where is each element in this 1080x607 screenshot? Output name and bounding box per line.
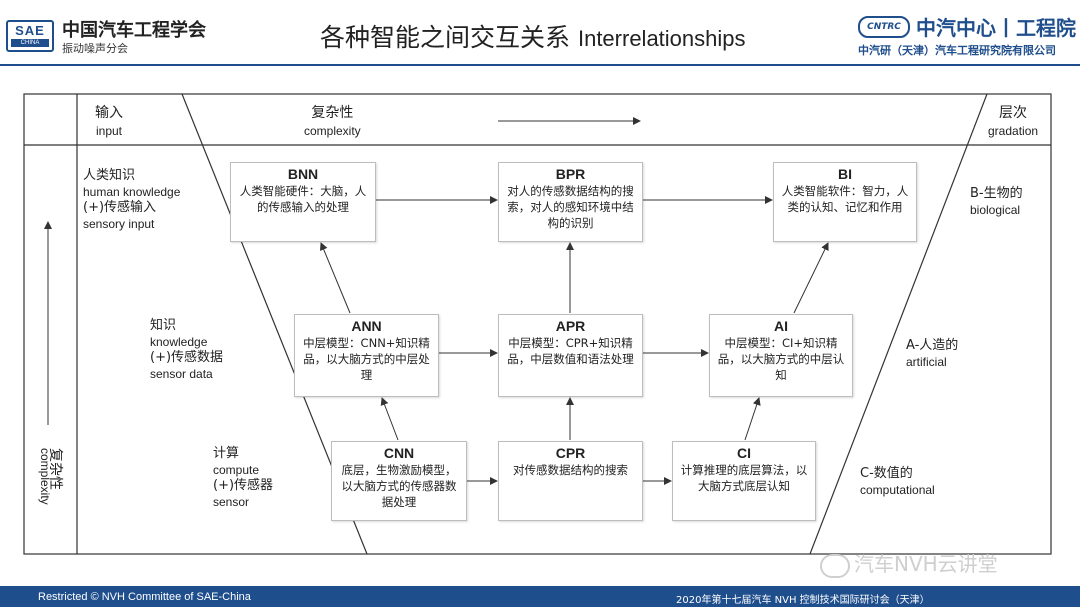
box-ann: ANN 中层模型：CNN+知识精品，以大脑方式的中层处理 (294, 314, 439, 397)
box-cpr: CPR 对传感数据结构的搜索 (498, 441, 643, 521)
brand-subtitle: 中汽研（天津）汽车工程研究院有限公司 (858, 44, 1056, 57)
box-apr: APR 中层模型：CPR+知识精品，中层数值和语法处理 (498, 314, 643, 397)
sae-china-logo: SAE CHINA (6, 20, 54, 52)
box-ci: CI 计算推理的底层算法，以大脑方式底层认知 (672, 441, 816, 521)
box-ai: AI 中层模型：CI+知识精品，以大脑方式的中层认知 (709, 314, 853, 397)
footer-event: 2020年第十七届汽车 NVH 控制技术国际研讨会（天津） (676, 595, 930, 606)
box-bpr: BPR 对人的传感数据结构的搜索，对人的感知环境中结构的识别 (498, 162, 643, 242)
org-name: 中国汽车工程学会 (62, 20, 206, 41)
arrow-ai-bi (793, 242, 829, 314)
footer-copyright: Restricted © NVH Committee of SAE-China (38, 591, 251, 603)
arrow-ann-bnn (319, 242, 351, 314)
level-biological: B-生物的 biological (970, 186, 1023, 217)
footer-bar (0, 586, 1080, 607)
org-subtitle: 振动噪声分会 (62, 42, 128, 55)
page-title-cn: 各种智能之间交互关系 (320, 23, 571, 52)
page-title-en: Interrelationships (577, 26, 746, 51)
input-header: 输入 input (95, 105, 123, 138)
brand-name: 中汽中心丨工程院 (916, 16, 1076, 40)
arrow-cnn-ann (380, 397, 399, 441)
page-title: 各种智能之间交互关系 Interrelationships (320, 18, 746, 54)
cntrc-logo: CNTRC (858, 16, 910, 38)
wechat-icon (820, 553, 850, 578)
input-compute: 计算 compute (+)传感器 sensor (213, 446, 274, 509)
v-right-edge (809, 93, 988, 555)
input-human-knowledge: 人类知识 human knowledge (+)传感输入 sensory inp… (83, 168, 181, 231)
left-axis-label: complexity 复杂性 (18, 448, 68, 508)
gradation-header: 层次 gradation (988, 105, 1039, 138)
watermark: 汽车NVH云讲堂 (820, 548, 998, 578)
left-axis-label-cn: 复杂性 (47, 448, 63, 490)
complexity-header: 复杂性 complexity (304, 105, 361, 138)
header-divider (0, 64, 1080, 66)
diagram-frame (23, 93, 1052, 555)
box-bi: BI 人类智能软件：智力，人类的认知、记忆和作用 (773, 162, 917, 242)
input-knowledge: 知识 knowledge (+)传感数据 sensor data (150, 318, 224, 381)
box-cnn: CNN 底层，生物激励模型，以大脑方式的传感器数据处理 (331, 441, 467, 521)
arrow-ci-ai (744, 397, 761, 441)
box-bnn: BNN 人类智能硬件：大脑，人的传感输入的处理 (230, 162, 376, 242)
level-artificial: A-人造的 artificial (906, 338, 959, 369)
level-computational: C-数值的 computational (860, 466, 935, 497)
